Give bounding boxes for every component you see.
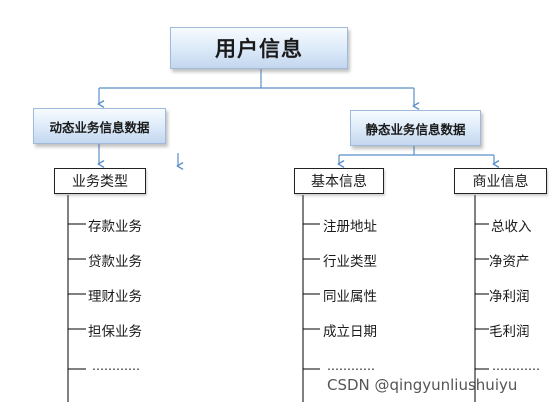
static-data-node-label: 静态业务信息数据 (365, 121, 466, 137)
leaf-commercial-4: 毛利润 (489, 324, 530, 340)
leaf-business-4: 担保业务 (88, 324, 142, 340)
leaf-basic-2: 行业类型 (323, 254, 377, 270)
business-type-node: 业务类型 (54, 168, 146, 194)
leaf-basic-3: 同业属性 (323, 289, 377, 305)
dynamic-data-node: 动态业务信息数据 (33, 108, 166, 144)
leaf-business-more: ………… (92, 359, 140, 373)
basic-info-node-label: 基本信息 (311, 174, 367, 190)
leaf-basic-4: 成立日期 (323, 324, 377, 340)
dynamic-data-node-label: 动态业务信息数据 (49, 119, 150, 135)
commercial-info-node-label: 商业信息 (472, 174, 529, 190)
business-type-node-label: 业务类型 (72, 174, 128, 190)
leaf-basic-1: 注册地址 (323, 219, 377, 235)
root-node: 用户信息 (170, 27, 348, 69)
root-node-label: 用户信息 (215, 37, 303, 61)
leaf-business-1: 存款业务 (88, 219, 142, 235)
static-data-node: 静态业务信息数据 (350, 110, 481, 146)
watermark: CSDN @qingyunliushuiyu (327, 376, 518, 394)
leaf-basic-more: ………… (327, 359, 375, 373)
basic-info-node: 基本信息 (294, 168, 384, 194)
leaf-commercial-2: 净资产 (489, 254, 530, 270)
leaf-commercial-3: 净利润 (489, 289, 530, 305)
leaf-business-2: 贷款业务 (88, 254, 142, 270)
leaf-commercial-1: 总收入 (491, 219, 532, 235)
leaf-business-3: 理财业务 (88, 289, 142, 305)
commercial-info-node: 商业信息 (454, 168, 547, 194)
leaf-commercial-more: ………… (492, 359, 540, 373)
